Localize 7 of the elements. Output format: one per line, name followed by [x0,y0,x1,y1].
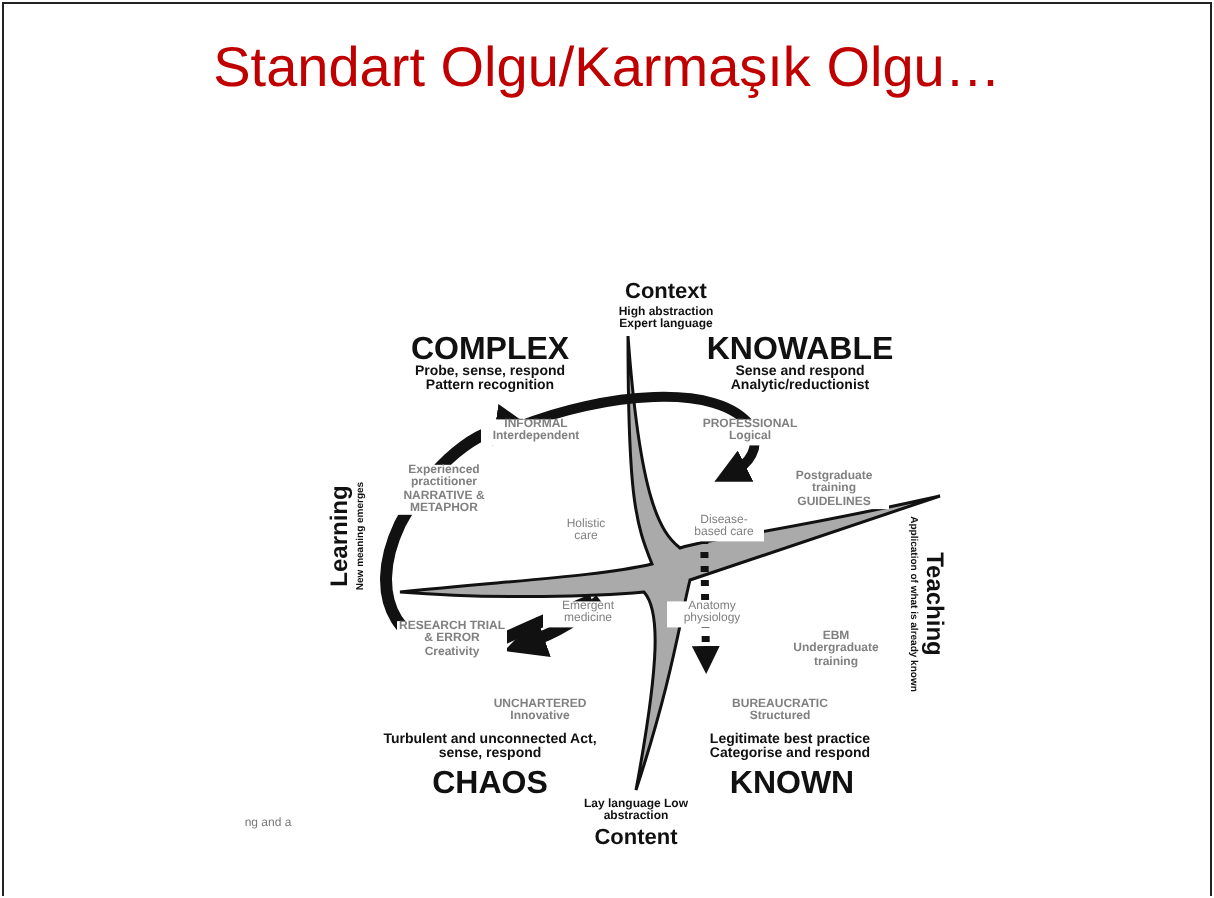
axis-label: Learning [327,483,353,591]
axis-label: Teaching [921,550,947,660]
heading: Content [592,828,680,852]
heading: Context [623,282,709,306]
slide-title: Standart Olgu/Karmaşık Olgu… [211,36,1003,100]
domain-heading: KNOWN [727,769,857,803]
domain-heading: CHAOS [430,769,550,803]
